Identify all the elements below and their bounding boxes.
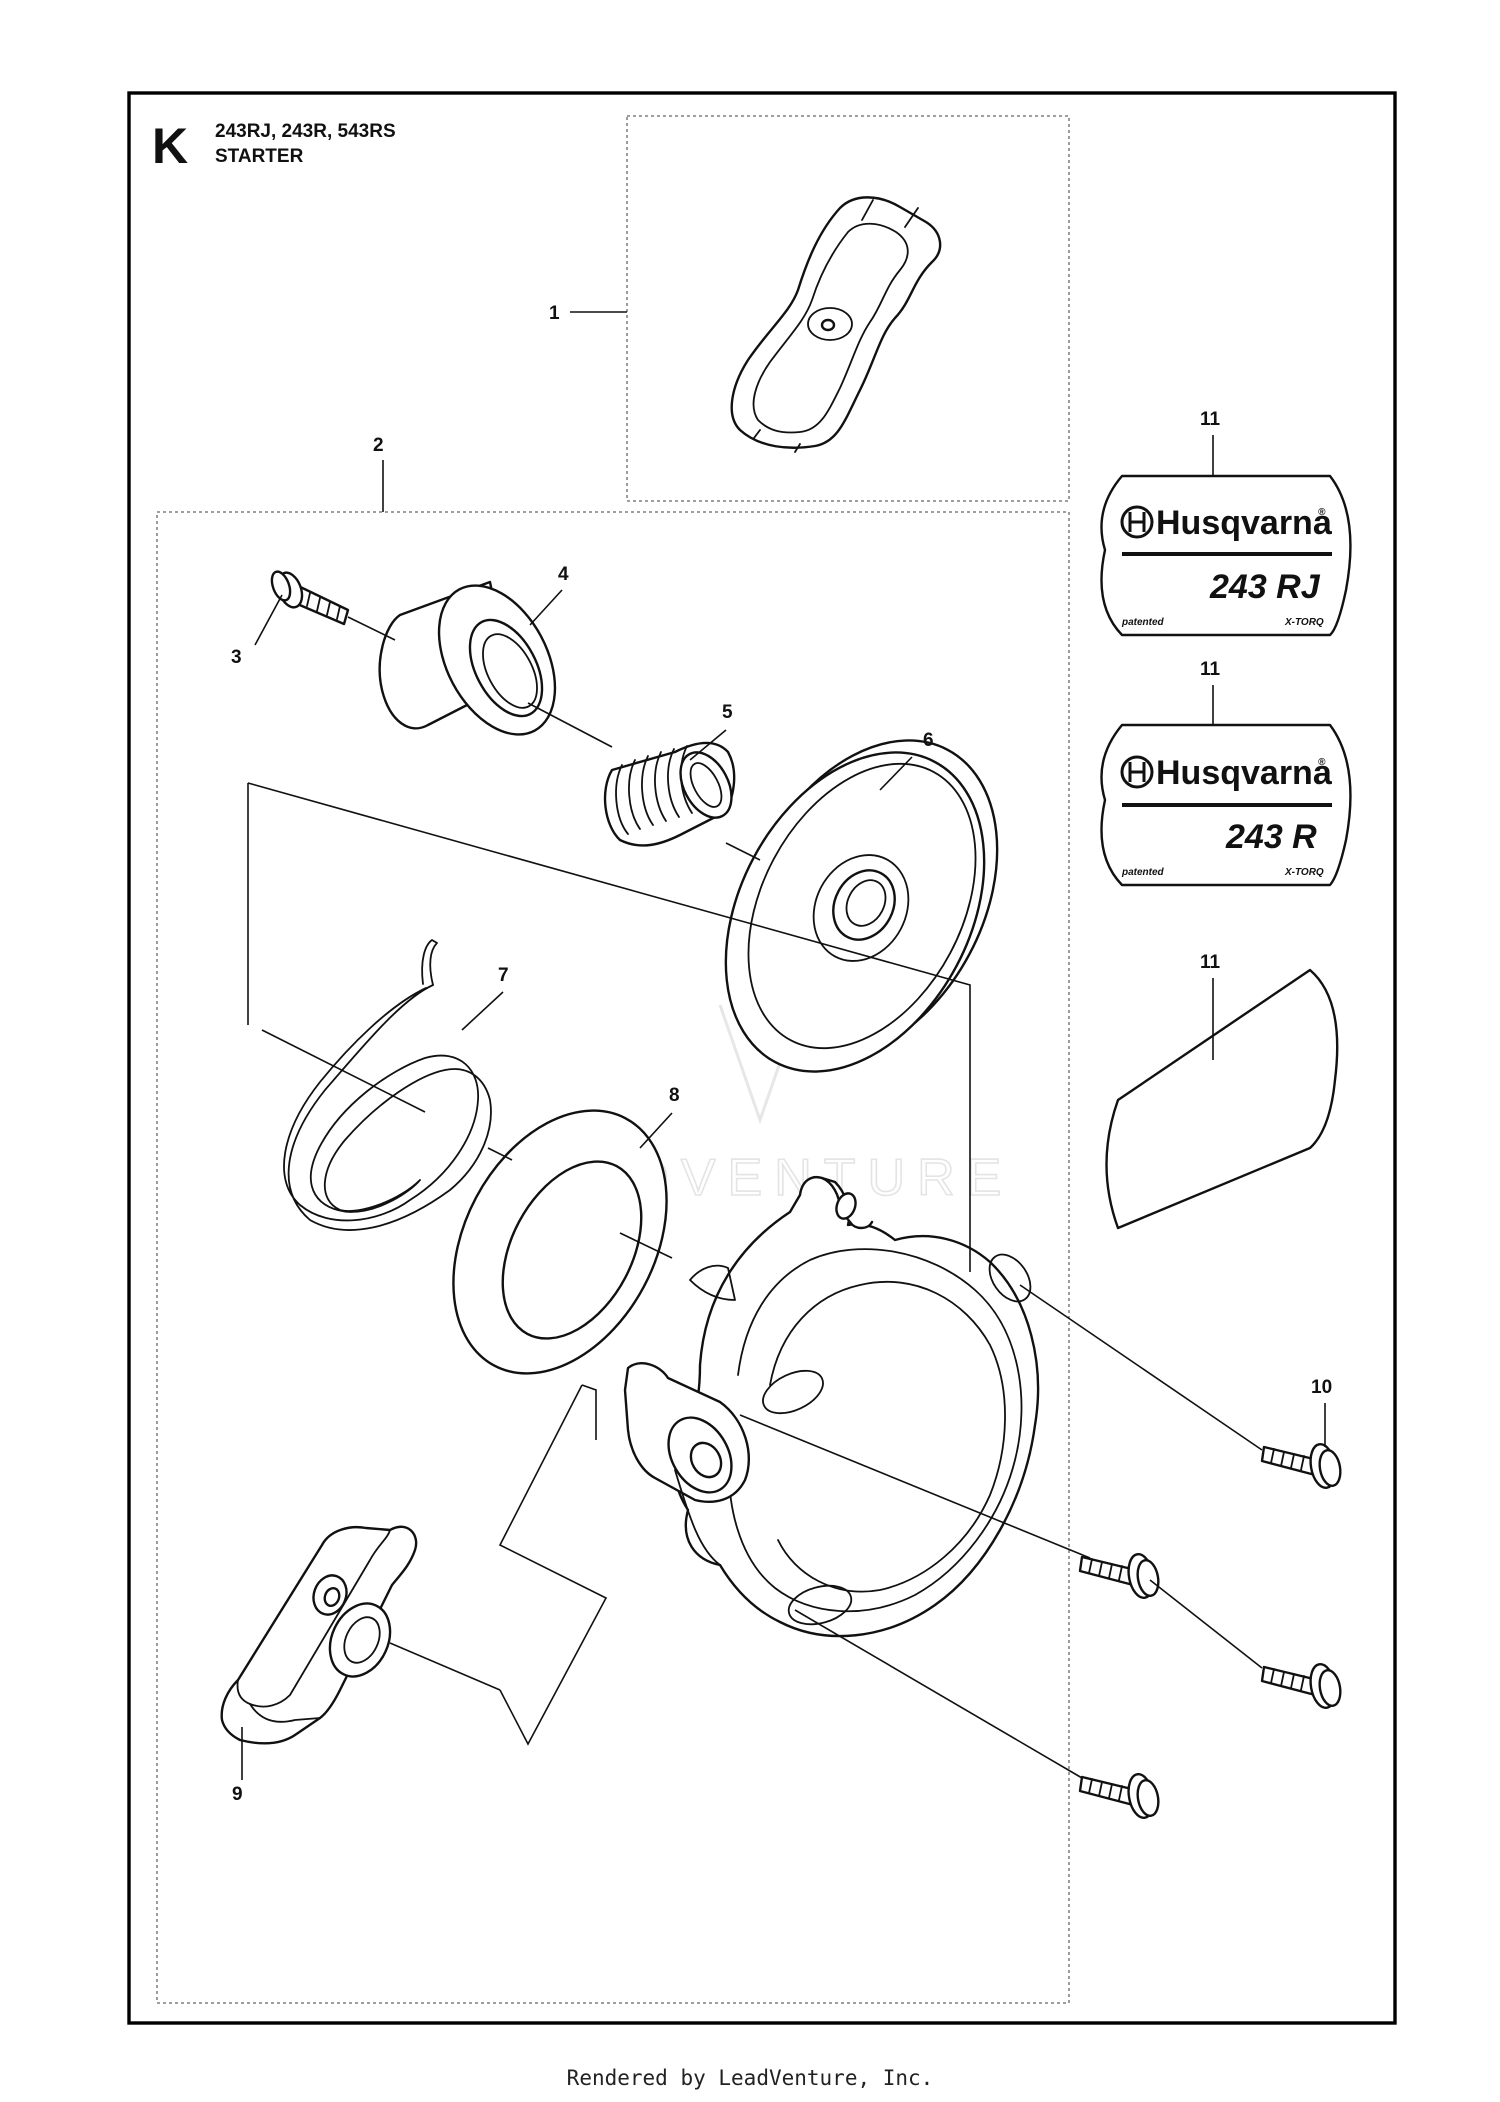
decal-divider [1122,552,1332,556]
decal-registered-mark: ® [1318,507,1326,518]
callout-6: 6 [923,730,934,751]
callout-10: 10 [1311,1377,1332,1398]
decal-note-right: X-TORQ [1284,617,1324,628]
part-6-pulley [724,739,999,1073]
callout-11-c: 11 [1200,952,1221,973]
part-10-screw-d [1078,1773,1160,1819]
part-10-screw-a [1260,1443,1342,1489]
page-frame [127,91,1397,2025]
callout-9: 9 [232,1784,243,1805]
group-box-starter-assembly [156,511,1070,2004]
part-10-screw-b [1078,1553,1160,1599]
callout-11-a: 11 [1200,409,1221,430]
part-4-bushing [378,580,557,736]
decal-model: 243 R [1225,818,1317,856]
footer-credit: Rendered by LeadVenture, Inc. [566,2066,934,2090]
callout-1: 1 [549,303,560,324]
callout-4: 4 [558,564,569,585]
husqvarna-logo-icon [1120,505,1154,539]
callout-3: 3 [231,647,242,668]
callout-2: 2 [373,435,384,456]
leader-lines [241,311,1326,1780]
section-letter: K [152,118,188,174]
callout-8: 8 [669,1085,680,1106]
callout-numbers: 1 2 3 4 5 6 7 8 9 10 11 11 11 [231,303,1332,1805]
decal-blank [1105,968,1339,1230]
husqvarna-logo-icon [1120,755,1154,789]
decal-243rj: Husqvarna ® 243 RJ patented X-TORQ [1100,474,1352,637]
decal-note-right: X-TORQ [1284,867,1324,878]
part-5-spring [603,741,736,847]
decal-model: 243 RJ [1209,568,1321,606]
callout-11-b: 11 [1200,659,1221,680]
section-name: STARTER [215,146,304,167]
decal-note-left: patented [1121,867,1165,878]
part-1-starter-handle [730,196,942,453]
decal-note-left: patented [1121,617,1165,628]
decal-brand: Husqvarna [1156,754,1333,792]
decal-registered-mark: ® [1318,757,1326,768]
part-3-screw [270,570,350,626]
part-9-starter-handle [220,1525,418,1745]
assembly-axis-lines [247,616,1263,1779]
section-models: 243RJ, 243R, 543RS [215,121,396,142]
starter-housing [623,1176,1040,1638]
part-8-washer [452,1109,668,1375]
decal-243r: Husqvarna ® 243 R patented X-TORQ [1100,723,1352,887]
decal-divider [1122,803,1332,807]
callout-7: 7 [498,965,509,986]
part-7-starter-rope [283,939,492,1231]
callout-5: 5 [722,702,733,723]
part-10-screw-c [1260,1663,1342,1709]
decal-brand: Husqvarna [1156,504,1333,542]
